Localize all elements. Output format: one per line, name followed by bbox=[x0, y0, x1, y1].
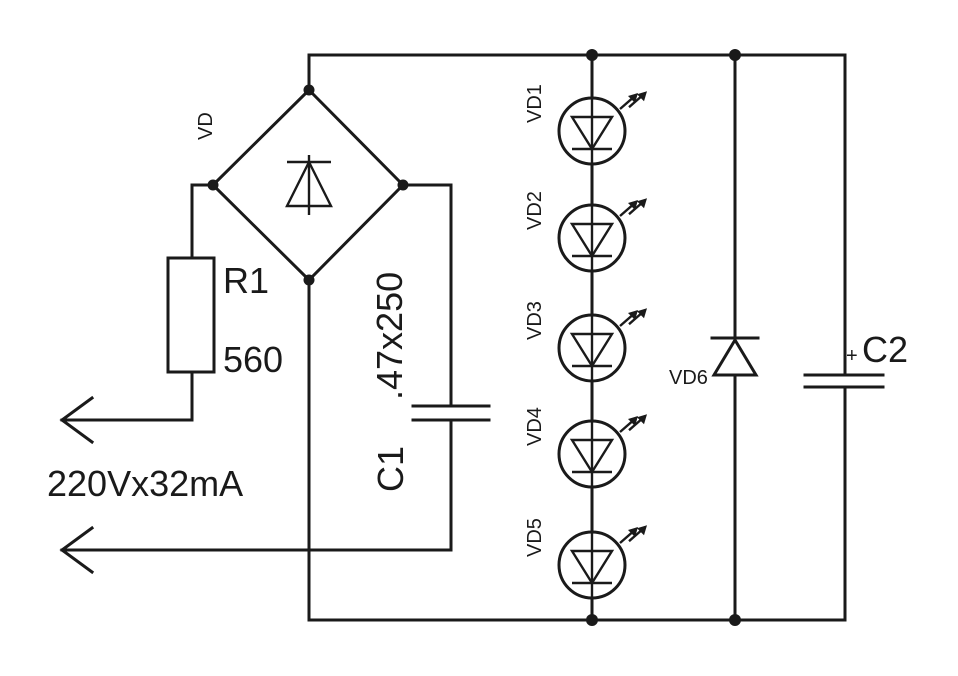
mains-arrow-top bbox=[59, 395, 95, 445]
resistor-r1 bbox=[166, 256, 216, 374]
light-arrow-head-icon bbox=[637, 198, 647, 209]
light-arrow-head-icon bbox=[637, 525, 647, 536]
led-label: VD3 bbox=[524, 301, 546, 340]
c2-polarity: + bbox=[846, 345, 858, 367]
c1-value: .47x250 bbox=[369, 272, 410, 400]
bridge-rectifier bbox=[210, 87, 406, 283]
led-1: VD1 bbox=[524, 84, 647, 166]
capacitor-c1 bbox=[411, 404, 491, 422]
junction-dots bbox=[207, 49, 741, 626]
led-label: VD4 bbox=[524, 407, 546, 446]
c2-name: C2 bbox=[862, 329, 908, 370]
light-arrow-head-icon bbox=[637, 91, 647, 102]
zener-label: VD6 bbox=[669, 367, 708, 389]
c1-name: C1 bbox=[370, 446, 411, 492]
resistor-value: 560 bbox=[223, 339, 283, 380]
light-arrow-head-icon bbox=[637, 414, 647, 425]
mains-arrow-bottom bbox=[59, 525, 95, 575]
led-label: VD1 bbox=[524, 84, 546, 123]
resistor-name: R1 bbox=[223, 260, 269, 301]
capacitor-c2 bbox=[803, 373, 885, 389]
led-label: VD2 bbox=[524, 191, 546, 230]
source-label: 220Vx32mA bbox=[47, 463, 243, 504]
wires bbox=[60, 53, 847, 622]
led-4: VD4 bbox=[524, 407, 647, 489]
led-3: VD3 bbox=[524, 301, 647, 383]
led-label: VD5 bbox=[524, 518, 546, 557]
led-5: VD5 bbox=[524, 518, 647, 600]
zener-diode-vd6 bbox=[710, 336, 760, 377]
led-2: VD2 bbox=[524, 191, 647, 273]
bridge-label: VD bbox=[195, 112, 217, 140]
light-arrow-head-icon bbox=[637, 308, 647, 319]
